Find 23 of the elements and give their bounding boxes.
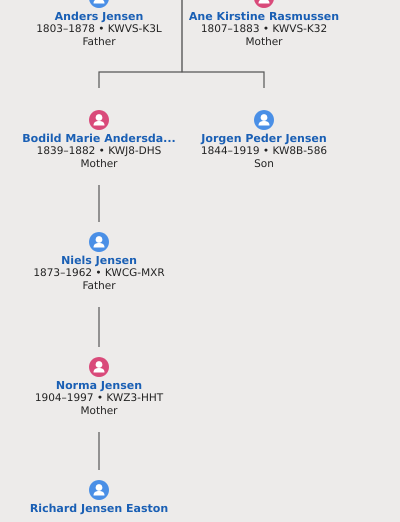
- life-dates: 1904–1997 • KWZ3-HHT: [34, 392, 164, 405]
- relationship-label: Father: [82, 280, 116, 293]
- relationship-label: Mother: [80, 405, 118, 418]
- connector-line: [98, 432, 100, 470]
- person-name: Anders Jensen: [54, 10, 144, 23]
- connector-line: [98, 185, 100, 222]
- relationship-label: Mother: [80, 158, 118, 171]
- person-name: Niels Jensen: [61, 254, 137, 267]
- connector-line: [181, 0, 265, 88]
- life-dates: 1873–1962 • KWCG-MXR: [33, 267, 165, 280]
- relationship-label: Son: [254, 158, 274, 171]
- person-name: Bodild Marie Andersda...: [22, 132, 176, 145]
- person-name: Jorgen Peder Jensen: [201, 132, 327, 145]
- life-dates: 1839–1882 • KWJ8-DHS: [36, 145, 162, 158]
- life-dates: 1844–1919 • KW8B-586: [200, 145, 328, 158]
- connector-line: [98, 307, 100, 347]
- relationship-label: Mother: [245, 36, 283, 49]
- person-name: Norma Jensen: [56, 379, 142, 392]
- life-dates: 1807–1883 • KWVS-K32: [200, 23, 328, 36]
- relationship-label: Father: [82, 36, 116, 49]
- life-dates: 1803–1878 • KWVS-K3L: [36, 23, 162, 36]
- person-name: Ane Kirstine Rasmussen: [188, 10, 340, 23]
- person-name: Richard Jensen Easton: [30, 502, 168, 515]
